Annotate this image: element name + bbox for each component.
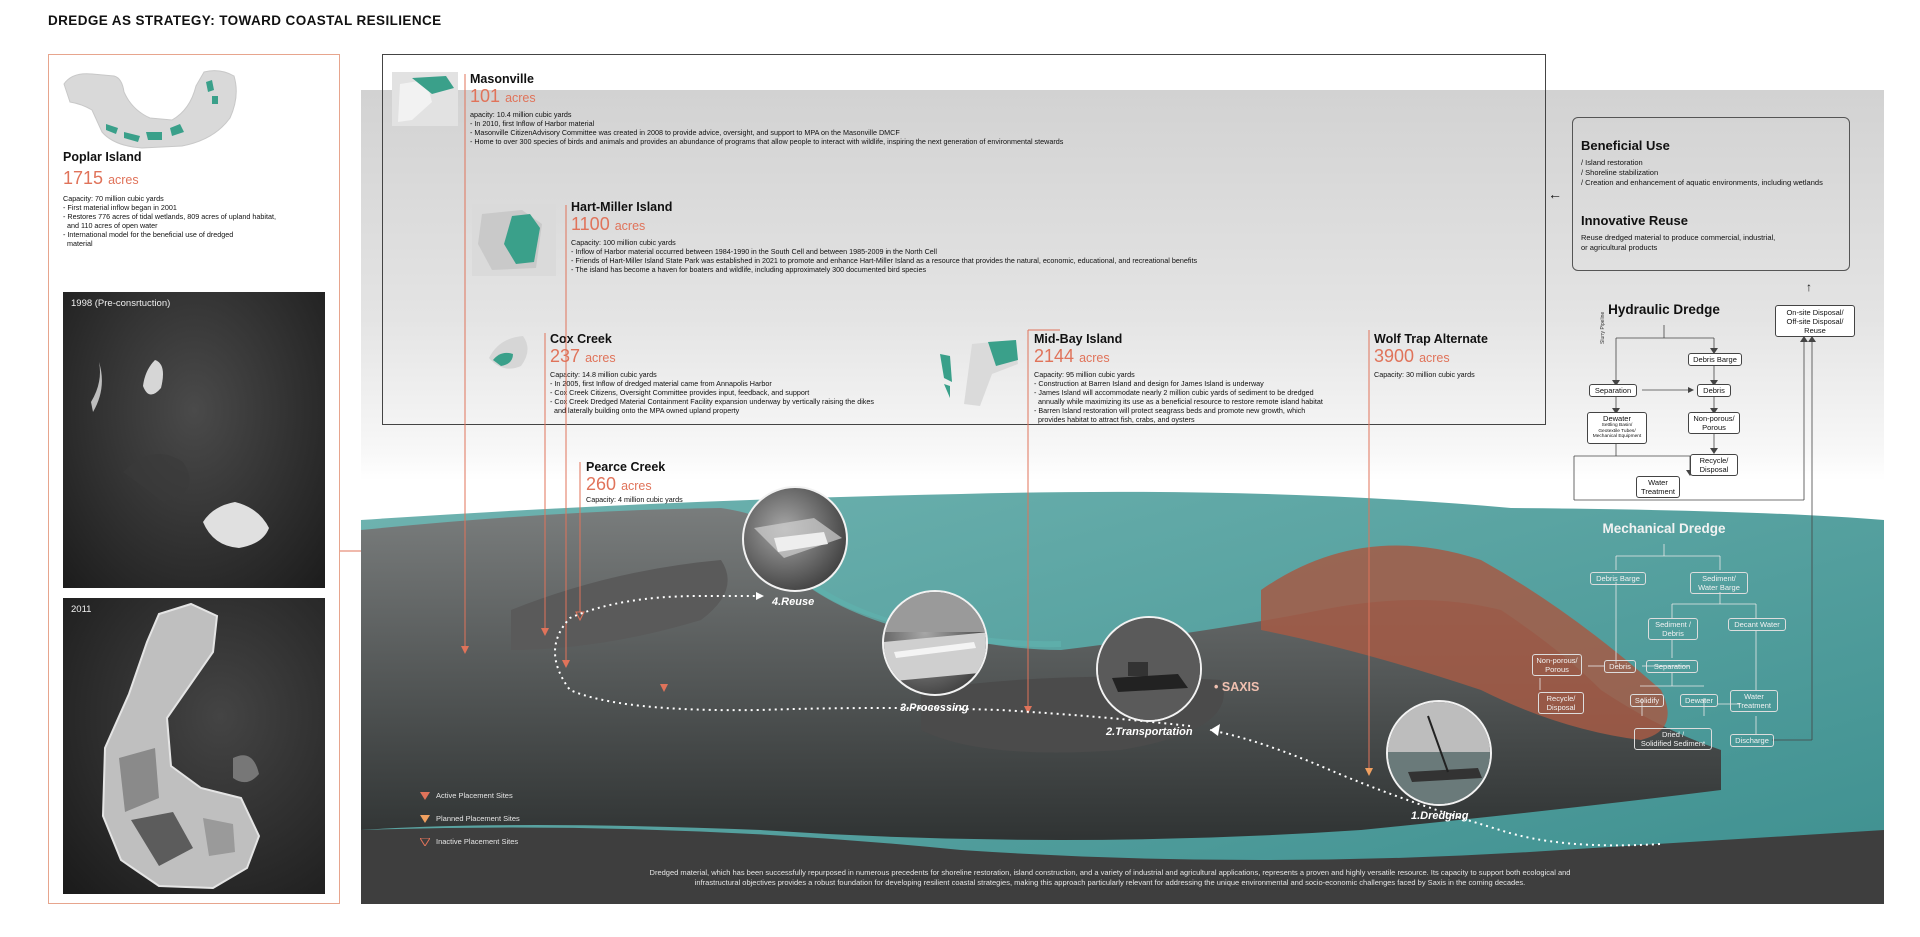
step-transportation-label: 2.Transportation <box>1106 726 1193 738</box>
mechanical-debris: Debris <box>1604 660 1636 673</box>
site-name: Hart-Miller Island <box>571 200 673 214</box>
hydraulic-debris-barge: Debris Barge <box>1688 353 1742 366</box>
reuse-photo <box>742 486 848 592</box>
hydraulic-debris: Debris <box>1697 384 1731 397</box>
coxcreek-thumbnail <box>489 336 528 369</box>
midbay-thumbnail <box>940 340 1018 406</box>
masonville-thumbnail <box>392 72 458 126</box>
site-midbay: Mid-Bay Island 2144 acres Capacity: 95 m… <box>1034 332 1374 424</box>
inactive-marker-icon <box>420 837 430 846</box>
site-details: Capacity: 30 million cubic yards <box>1374 370 1475 379</box>
beneficial-title: Beneficial Use <box>1581 138 1670 153</box>
site-name: Cox Creek <box>550 332 612 346</box>
offsite-disposal-box: On-site Disposal/Off-site Disposal/Reuse <box>1775 305 1855 337</box>
poplar-details: Capacity: 70 million cubic yards- First … <box>63 194 276 248</box>
site-wolftrap: Wolf Trap Alternate 3900 acres Capacity:… <box>1374 332 1488 379</box>
coastal-scene <box>361 90 1884 904</box>
hydraulic-nonporous: Non-porous/Porous <box>1688 412 1740 434</box>
site-acres: 2144 acres <box>1034 346 1110 366</box>
site-pearce: Pearce Creek 260 acres Capacity: 4 milli… <box>586 460 683 504</box>
page-title: DREDGE AS STRATEGY: TOWARD COASTAL RESIL… <box>48 13 442 28</box>
site-name: Wolf Trap Alternate <box>1374 332 1488 346</box>
poplar-island-map <box>63 70 237 149</box>
footer-paragraph: Dredged material, which has been success… <box>649 868 1571 887</box>
step-processing-label: 3.Processing <box>900 702 969 714</box>
legend-active: Active Placement Sites <box>420 791 520 800</box>
slurry-pipeline-label: Slurry Pipeline <box>1600 311 1606 344</box>
aerial-1998: 1998 (Pre-consrtuction) <box>63 292 325 588</box>
aerial-1998-label: 1998 (Pre-consrtuction) <box>71 298 171 309</box>
innovative-list: Reuse dredged material to produce commer… <box>1581 233 1776 252</box>
saxis-label: • SAXIS <box>1214 680 1260 694</box>
mechanical-sediment-barge: Sediment/Water Barge <box>1690 572 1748 594</box>
legend-planned: Planned Placement Sites <box>420 814 520 823</box>
aerial-1998-islands <box>91 360 269 548</box>
mechanical-decant-water: Decant Water <box>1728 618 1786 631</box>
site-acres: 3900 acres <box>1374 346 1450 366</box>
processing-photo <box>882 590 988 696</box>
mechanical-title: Mechanical Dredge <box>1602 521 1726 536</box>
hydraulic-separation: Separation <box>1589 384 1637 397</box>
site-details: apacity: 10.4 million cubic yards- In 20… <box>470 110 1064 146</box>
site-coxcreek: Cox Creek 237 acres Capacity: 14.8 milli… <box>550 332 950 415</box>
legend-inactive: Inactive Placement Sites <box>420 837 520 846</box>
innovative-title: Innovative Reuse <box>1581 213 1688 228</box>
site-acres: 1100 acres <box>571 214 646 234</box>
poplar-acres: 1715 acres <box>63 168 139 188</box>
site-name: Masonville <box>470 72 534 86</box>
mechanical-dried-sediment: Dried /Solidified Sediment <box>1634 728 1712 750</box>
site-details: Capacity: 100 million cubic yards- Inflo… <box>571 238 1198 274</box>
mechanical-solidify: Solidify <box>1630 694 1664 707</box>
planned-marker-icon <box>420 814 430 823</box>
site-details: Capacity: 14.8 million cubic yards- In 2… <box>550 370 874 415</box>
mechanical-discharge: Discharge <box>1730 734 1774 747</box>
hydraulic-title: Hydraulic Dredge <box>1608 302 1720 317</box>
site-hartmiller: Hart-Miller Island 1100 acres Capacity: … <box>571 200 1531 274</box>
mechanical-separation: Separation <box>1646 660 1698 673</box>
site-acres: 260 acres <box>586 474 652 494</box>
transportation-photo <box>1096 616 1202 722</box>
aerial-2011-island <box>101 602 261 890</box>
mechanical-dewater: Dewater <box>1680 694 1718 707</box>
site-name: Pearce Creek <box>586 460 666 474</box>
site-details: Capacity: 95 million cubic yards- Constr… <box>1034 370 1323 424</box>
aerial-2011-label: 2011 <box>71 604 92 615</box>
poplar-panel <box>48 54 340 904</box>
active-marker-icon <box>420 791 430 800</box>
up-arrow-icon: ↑ <box>1806 280 1812 294</box>
site-details: Capacity: 4 million cubic yards <box>586 495 683 504</box>
site-acres: 101 acres <box>470 86 536 106</box>
sites-info-box <box>382 54 1546 425</box>
mechanical-recycle: Recycle/Disposal <box>1538 692 1584 714</box>
site-name: Mid-Bay Island <box>1034 332 1123 346</box>
mechanical-debris-barge: Debris Barge <box>1590 572 1646 585</box>
hartmiller-thumbnail <box>472 204 556 276</box>
hydraulic-recycle: Recycle/Disposal <box>1690 454 1738 476</box>
dredging-photo <box>1386 700 1492 806</box>
hydraulic-dewater: Dewater Settling Basin/Geotextile Tubes/… <box>1587 412 1647 444</box>
site-masonville: Masonville 101 acres apacity: 10.4 milli… <box>470 72 1370 146</box>
step-reuse-label: 4.Reuse <box>772 596 815 608</box>
aerial-2011: 2011 <box>63 598 325 894</box>
left-arrow-icon: ← <box>1548 186 1562 202</box>
legend: Active Placement Sites Planned Placement… <box>420 791 520 846</box>
mechanical-nonporous: Non-porous/Porous <box>1532 654 1582 676</box>
mechanical-sediment-debris: Sediment /Debris <box>1648 618 1698 640</box>
beneficial-use-box: Beneficial Use / Island restoration/ Sho… <box>1572 117 1850 271</box>
poplar-name: Poplar Island <box>63 150 142 164</box>
step-dredging-label: 1.Dredging <box>1411 810 1469 822</box>
site-acres: 237 acres <box>550 346 616 366</box>
beneficial-list: / Island restoration/ Shoreline stabiliz… <box>1581 158 1823 187</box>
